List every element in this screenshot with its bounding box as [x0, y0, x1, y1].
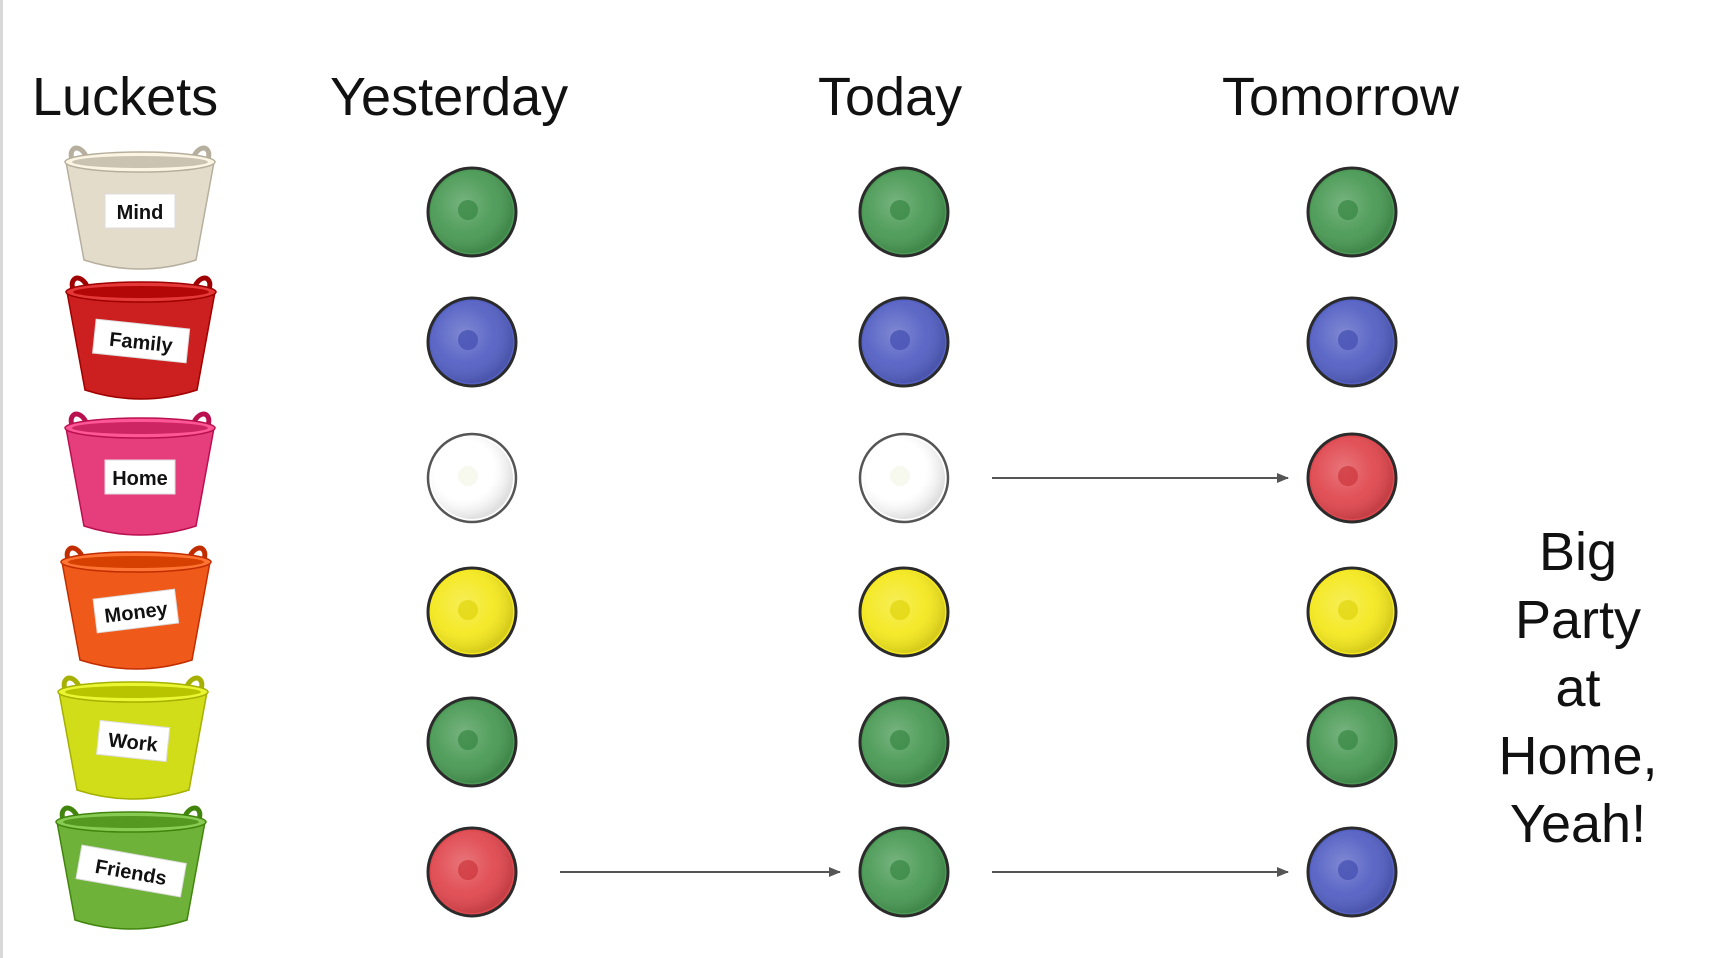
status-dot-yesterday-work: [426, 696, 518, 788]
status-dot-today-mind: [858, 166, 950, 258]
bucket-label: Money: [92, 588, 180, 634]
bucket-label-text: Home: [112, 468, 168, 490]
party-line: Yeah!: [1509, 794, 1647, 854]
bucket-opening: [63, 816, 199, 828]
bucket-mind: Mind: [64, 145, 216, 270]
bucket-label: Family: [92, 318, 191, 364]
bucket-home: Home: [64, 411, 216, 536]
party-line: at: [1555, 658, 1601, 718]
status-dot-tomorrow-friends: [1306, 826, 1398, 918]
dot-center: [458, 860, 478, 880]
label-card: [75, 844, 187, 898]
bucket-label: Home: [104, 459, 176, 495]
party-line: Party: [1514, 590, 1642, 650]
dot-center: [1338, 466, 1358, 486]
dot-center: [458, 466, 478, 486]
label-card: [95, 719, 171, 763]
status-dot-yesterday-family: [426, 296, 518, 388]
bucket-opening: [72, 422, 208, 434]
bucket-label-text: Mind: [117, 202, 164, 224]
dot-center: [1338, 600, 1358, 620]
bucket-label: Mind: [104, 193, 176, 229]
dot-center: [1338, 200, 1358, 220]
bucket-opening: [65, 686, 201, 698]
status-dot-tomorrow-work: [1306, 696, 1398, 788]
dot-center: [890, 466, 910, 486]
header-today: Today: [818, 67, 963, 127]
dot-center: [458, 330, 478, 350]
dot-center: [1338, 730, 1358, 750]
bucket-opening: [72, 156, 208, 168]
dot-center: [458, 730, 478, 750]
dot-center: [890, 600, 910, 620]
header-tomorrow: Tomorrow: [1222, 67, 1460, 127]
bucket-work: Work: [57, 675, 209, 800]
status-dot-tomorrow-home: [1306, 432, 1398, 524]
dot-center: [890, 200, 910, 220]
left-border: [0, 0, 3, 958]
status-dot-today-home: [858, 432, 950, 524]
arrows-layer: [560, 473, 1289, 877]
status-dot-yesterday-money: [426, 566, 518, 658]
bucket-label-text: Work: [107, 729, 160, 756]
label-card: [104, 459, 176, 495]
header-luckets: Luckets: [32, 67, 219, 127]
label-card: [104, 193, 176, 229]
dot-center: [458, 600, 478, 620]
bucket-friends: Friends: [55, 805, 207, 930]
status-dot-yesterday-mind: [426, 166, 518, 258]
header-yesterday: Yesterday: [330, 67, 569, 127]
bucket-opening: [73, 286, 209, 298]
status-dot-tomorrow-money: [1306, 566, 1398, 658]
dot-center: [890, 860, 910, 880]
dot-center: [890, 730, 910, 750]
bucket-label: Work: [95, 719, 171, 763]
status-dot-today-work: [858, 696, 950, 788]
status-dot-tomorrow-family: [1306, 296, 1398, 388]
bucket-money: Money: [60, 545, 212, 670]
party-line: Home,: [1498, 726, 1658, 786]
status-dot-yesterday-home: [426, 432, 518, 524]
status-dot-yesterday-friends: [426, 826, 518, 918]
status-dot-today-friends: [858, 826, 950, 918]
bucket-family: Family: [65, 275, 217, 400]
status-dot-today-money: [858, 566, 950, 658]
label-card: [92, 588, 180, 634]
dot-center: [890, 330, 910, 350]
label-card: [92, 318, 191, 364]
dot-center: [458, 200, 478, 220]
party-annotation: Big Party at Home, Yeah!: [1468, 518, 1688, 858]
status-dot-today-family: [858, 296, 950, 388]
status-dots-layer: [426, 166, 1398, 918]
party-line: Big: [1538, 522, 1618, 582]
status-dot-tomorrow-mind: [1306, 166, 1398, 258]
dot-center: [1338, 860, 1358, 880]
bucket-opening: [68, 556, 204, 568]
dot-center: [1338, 330, 1358, 350]
